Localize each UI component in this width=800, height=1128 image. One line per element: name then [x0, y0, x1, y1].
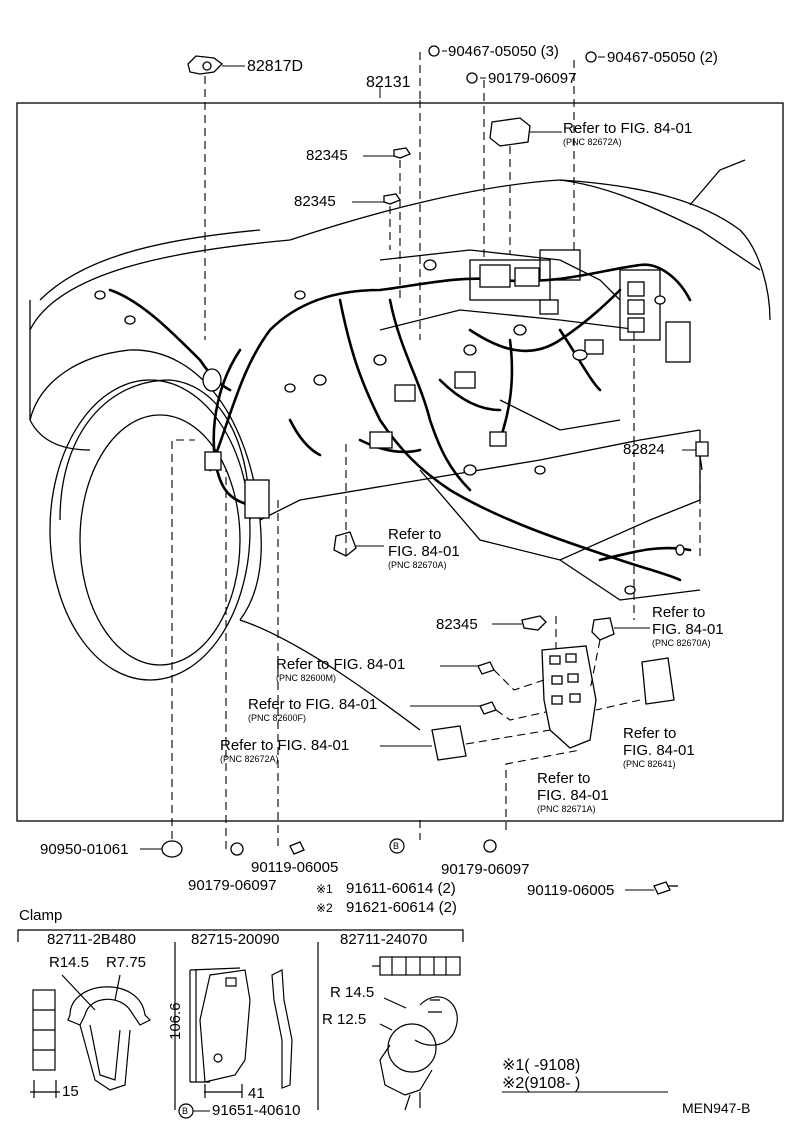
- label-82131: 82131: [366, 74, 411, 91]
- ref-fig-84-01-82672a-top: Refer to FIG. 84-01 (PNC 82672A): [563, 120, 693, 147]
- nut-90467-b-icon: [585, 51, 597, 63]
- part-82345-b-icon: [383, 193, 401, 205]
- part-82345-a-icon: [393, 147, 411, 159]
- part-82670a-right-icon: [591, 617, 615, 641]
- part-82345-c-icon: [521, 615, 547, 631]
- ref-fig-84-01-82600f: Refer to FIG. 84-01 (PNC 82600F): [248, 696, 378, 723]
- label-90467-05050-2: 90467-05050 (2): [607, 49, 718, 66]
- clamp2-dim-1066: 106.6: [167, 1002, 184, 1040]
- relay-82641-icon: [641, 657, 675, 705]
- bolt-82600m-icon: [477, 661, 495, 675]
- clamp1-dim-15: 15: [62, 1083, 79, 1100]
- screw-90119-a-icon: [289, 841, 305, 855]
- box-82672a-icon: [431, 725, 467, 761]
- label-90119-06005-b: 90119-06005: [527, 882, 615, 899]
- clamp3-part-number: 82711-24070: [340, 931, 428, 948]
- nut-90467-a-icon: [428, 45, 440, 57]
- car-body-outline: [29, 179, 771, 331]
- clamp-title: Clamp: [19, 907, 63, 924]
- label-90119-06005-a: 90119-06005: [251, 859, 339, 876]
- label-82824: 82824: [623, 441, 665, 458]
- label-82345-b: 82345: [294, 193, 336, 210]
- clamp3-radius-125: R 12.5: [322, 1011, 367, 1028]
- part-82670a-left-icon: [333, 531, 357, 557]
- label-82345-a: 82345: [306, 147, 348, 164]
- clip-90179-br-icon: [483, 839, 497, 853]
- ref-fig-84-01-82641: Refer to FIG. 84-01 (PNC 82641): [623, 725, 695, 769]
- label-90179-06097-top: 90179-06097: [488, 70, 577, 87]
- wheel-arch: [29, 349, 262, 621]
- label-91621-60614: 91621-60614 (2): [346, 899, 457, 916]
- marker-s1: ※1: [316, 882, 333, 896]
- clamp2-side-icon: [271, 969, 293, 1089]
- marker-s2: ※2: [316, 901, 333, 915]
- clamp2-plate-icon: [199, 969, 251, 1083]
- label-90950-01061: 90950-01061: [40, 841, 129, 858]
- grommet-90950-icon: [161, 840, 183, 858]
- harness-main: [208, 263, 692, 472]
- clamp1-profile-icon: [67, 986, 152, 1026]
- clamp-section-border: [17, 929, 464, 942]
- clamp2-part-number: 82715-20090: [191, 931, 280, 948]
- ref-fig-84-01-82670a-right: Refer to FIG. 84-01 (PNC 82670A): [652, 604, 724, 648]
- clamp3-side-icon: [414, 996, 458, 1046]
- ref-fig-84-01-82672a-bottom: Refer to FIG. 84-01 (PNC 82672A): [220, 737, 350, 764]
- ref-fig-84-01-82600m: Refer to FIG. 84-01 (PNC 82600M): [276, 656, 406, 683]
- diagram-code: MEN947-B: [682, 1100, 751, 1116]
- clamp-b-symbol: B: [182, 1106, 189, 1116]
- ref-fig-84-01-82671a: Refer to FIG. 84-01 (PNC 82671A): [537, 770, 609, 814]
- clip-90179-top-icon: [466, 72, 478, 84]
- bolt-82600f-icon: [479, 701, 497, 715]
- b-symbol-circle: [389, 838, 405, 854]
- note-s2-range: ※2(9108- ): [502, 1075, 581, 1092]
- label-82345-c: 82345: [436, 616, 478, 633]
- screw-90119-b-icon: [653, 881, 671, 895]
- part-82824-icon: [695, 441, 709, 457]
- label-91611-60614: 91611-60614 (2): [346, 880, 456, 897]
- clip-90179-bl-icon: [230, 842, 244, 856]
- clamp1-part-number: 82711-2B480: [47, 931, 136, 948]
- junction-block-icon: [541, 645, 597, 749]
- main-frame: [16, 102, 784, 822]
- b-symbol: B: [393, 841, 400, 851]
- ref-fig-84-01-82670a-left: Refer to FIG. 84-01 (PNC 82670A): [388, 526, 460, 570]
- label-82817d: 82817D: [247, 58, 304, 75]
- clamp1-radius-145: R14.5: [49, 954, 90, 971]
- connector-82672a-icon: [489, 117, 531, 147]
- label-90467-05050-3: 90467-05050 (3): [448, 43, 559, 60]
- clamp-b-part-number: 91651-40610: [212, 1102, 301, 1119]
- clamp1-radius-775: R7.75: [106, 954, 147, 971]
- note-s1-range: ※1( -9108): [502, 1057, 581, 1074]
- clamp3-radius-145: R 14.5: [330, 984, 375, 1001]
- label-90179-06097-bl: 90179-06097: [188, 877, 277, 894]
- label-90179-06097-br: 90179-06097: [441, 861, 530, 878]
- clamp2-dim-41: 41: [248, 1085, 265, 1102]
